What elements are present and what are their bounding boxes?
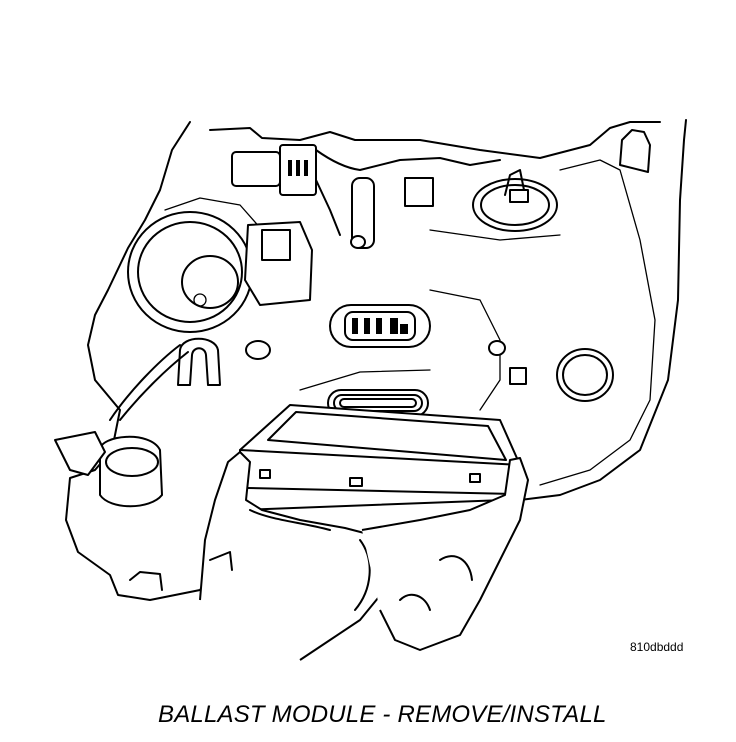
left-bracket — [177, 337, 221, 386]
lower-tab — [129, 551, 233, 591]
right-hand-fingers — [399, 555, 473, 611]
mounting-posts — [245, 235, 527, 385]
housing-outline — [65, 119, 687, 601]
housing-rear-edge — [209, 121, 661, 159]
housing-floor-lines — [299, 229, 561, 411]
housing-inner-ridge — [164, 159, 656, 486]
figure-caption: BALLAST MODULE - REMOVE/INSTALL — [158, 701, 607, 728]
access-port-right — [556, 348, 614, 402]
bulb-cap-top — [472, 169, 558, 232]
right-hand — [361, 457, 529, 651]
housing-slot — [619, 129, 651, 173]
ballast-connector-socket — [244, 221, 431, 348]
side-lamp-socket — [54, 344, 189, 508]
left-hand-fingers — [249, 509, 371, 611]
ballast-module — [239, 404, 521, 511]
wiring-harness-top — [231, 144, 501, 249]
left-hand — [199, 451, 386, 661]
figure-reference-code: 810dbddd — [630, 640, 684, 654]
bulb-socket-left — [127, 211, 253, 333]
